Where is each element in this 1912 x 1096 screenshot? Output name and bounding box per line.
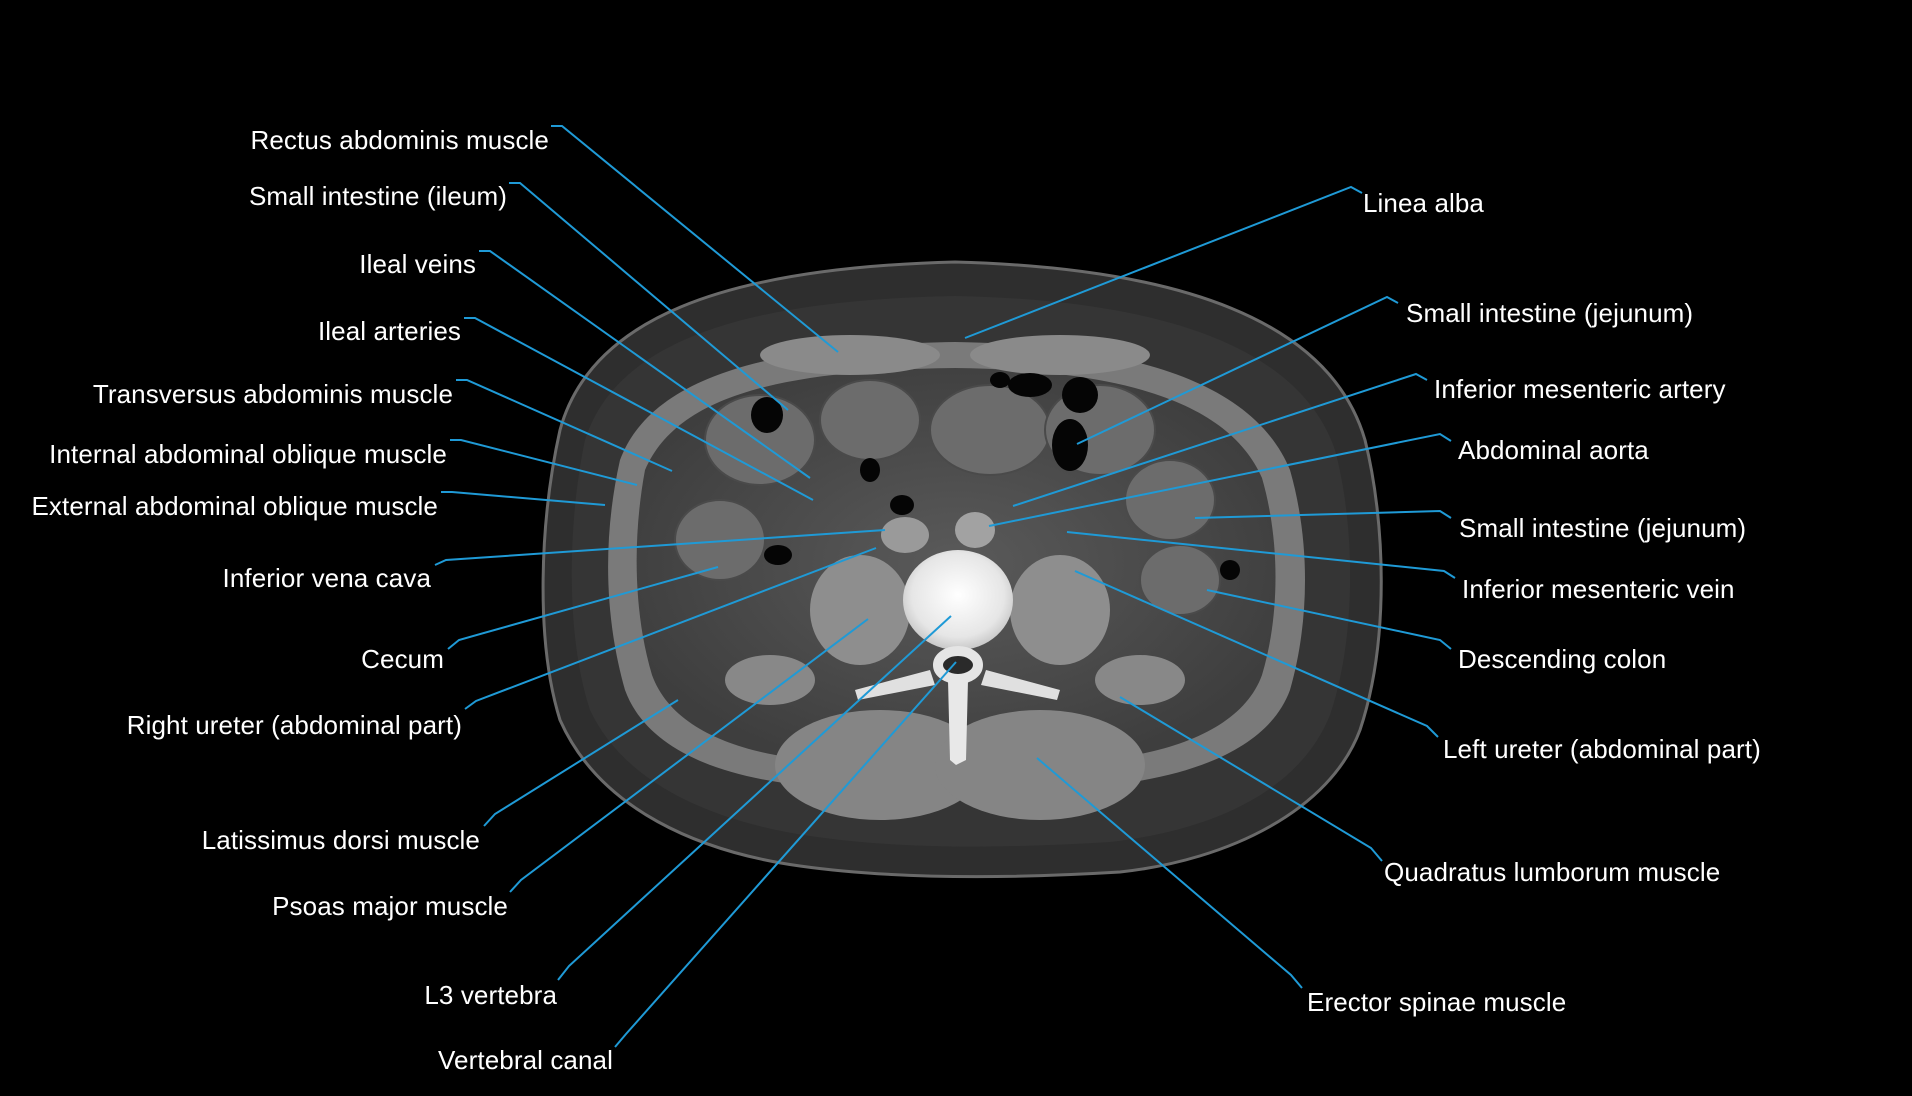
label-external-oblique: External abdominal oblique muscle xyxy=(31,491,438,521)
label-abdominal-aorta: Abdominal aorta xyxy=(1458,435,1649,465)
quadratus-left xyxy=(1095,655,1185,705)
label-right-ureter: Right ureter (abdominal part) xyxy=(126,710,462,740)
label-inferior-mesenteric-artery: Inferior mesenteric artery xyxy=(1434,374,1726,404)
label-l3-vertebra: L3 vertebra xyxy=(424,980,557,1010)
label-transversus-abdominis: Transversus abdominis muscle xyxy=(92,379,453,409)
inferior-vena-cava-shape xyxy=(881,517,929,553)
quadratus-right xyxy=(725,655,815,705)
label-linea-alba: Linea alba xyxy=(1363,188,1484,218)
label-left-ureter: Left ureter (abdominal part) xyxy=(1443,734,1761,764)
label-descending-colon: Descending colon xyxy=(1458,644,1667,674)
label-vertebral-canal: Vertebral canal xyxy=(438,1045,613,1075)
label-inferior-vena-cava: Inferior vena cava xyxy=(222,563,431,593)
label-erector-spinae: Erector spinae muscle xyxy=(1307,987,1567,1017)
vertebral-body xyxy=(903,550,1013,650)
psoas-right xyxy=(810,555,910,665)
label-small-intestine-jejunum-lower: Small intestine (jejunum) xyxy=(1459,513,1747,543)
label-small-intestine-ileum: Small intestine (ileum) xyxy=(248,181,507,211)
label-latissimus-dorsi: Latissimus dorsi muscle xyxy=(201,825,480,855)
label-psoas-major: Psoas major muscle xyxy=(272,891,508,921)
abdominal-aorta-shape xyxy=(955,512,995,548)
label-ileal-arteries: Ileal arteries xyxy=(317,316,461,346)
rectus-abdominis-left xyxy=(970,335,1150,375)
label-small-intestine-jejunum-upper: Small intestine (jejunum) xyxy=(1406,298,1694,328)
transverse-process-left xyxy=(981,670,1060,700)
rectus-abdominis-right xyxy=(760,335,940,375)
label-cecum: Cecum xyxy=(361,644,444,674)
label-ileal-veins: Ileal veins xyxy=(359,249,476,279)
label-inferior-mesenteric-vein: Inferior mesenteric vein xyxy=(1462,574,1735,604)
vertebral-canal-shape xyxy=(933,646,983,684)
label-rectus-abdominis: Rectus abdominis muscle xyxy=(250,125,549,155)
psoas-left xyxy=(1010,555,1110,665)
label-internal-oblique: Internal abdominal oblique muscle xyxy=(49,439,447,469)
spinous-process xyxy=(948,680,968,765)
label-quadratus-lumborum: Quadratus lumborum muscle xyxy=(1384,857,1721,887)
